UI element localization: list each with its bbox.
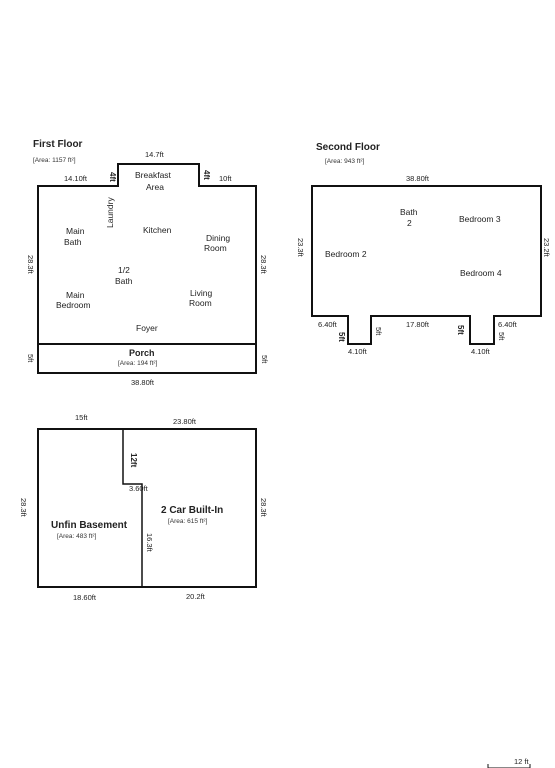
first-floor-dim-top-left: 14.10ft bbox=[64, 174, 88, 183]
first-floor-dim-left: 28.3ft bbox=[26, 255, 35, 275]
second-floor-dim-left: 23.3ft bbox=[296, 238, 305, 258]
porch-dim-left: 5ft bbox=[26, 354, 35, 363]
room-bedroom-2: Bedroom 2 bbox=[325, 249, 367, 259]
first-floor-dim-bottom: 38.80ft bbox=[131, 378, 155, 387]
porch-area: [Area: 194 ft²] bbox=[118, 360, 158, 367]
second-floor-dim-top: 38.80ft bbox=[406, 174, 430, 183]
room-main-bath-line1: Main bbox=[66, 226, 85, 236]
basement-garage-wall bbox=[122, 429, 143, 587]
garage-label: 2 Car Built-In bbox=[161, 505, 223, 516]
room-living-line2: Room bbox=[189, 298, 212, 308]
room-main-bedroom-line2: Bedroom bbox=[56, 300, 91, 310]
room-main-bedroom-line1: Main bbox=[66, 290, 85, 300]
second-floor-dim-right: 23.2ft bbox=[542, 238, 551, 258]
porch-label: Porch bbox=[129, 348, 155, 358]
second-floor-dim-notch-left-width: 4.10ft bbox=[348, 347, 368, 356]
lower-dim-step-vertical: 12ft bbox=[129, 453, 138, 468]
first-floor-plan: First Floor [Area: 1157 ft²] 14.7ft 14.1… bbox=[26, 139, 269, 387]
lower-dim-top-left: 15ft bbox=[75, 413, 88, 422]
room-main-bath-line2: Bath bbox=[64, 237, 82, 247]
second-floor-title: Second Floor bbox=[316, 142, 380, 153]
room-breakfast-line2: Area bbox=[146, 182, 164, 192]
first-floor-title: First Floor bbox=[33, 139, 83, 150]
second-floor-area: [Area: 943 ft²] bbox=[325, 158, 365, 165]
lower-dim-top-right: 23.80ft bbox=[173, 417, 197, 426]
first-floor-dim-right: 28.3ft bbox=[259, 255, 268, 275]
room-kitchen: Kitchen bbox=[143, 225, 172, 235]
room-dining-line2: Room bbox=[204, 243, 227, 253]
second-floor-dim-notch-right-side: 5ft bbox=[456, 325, 465, 335]
lower-level-outline bbox=[37, 428, 257, 588]
room-foyer: Foyer bbox=[136, 323, 158, 333]
room-bedroom-4: Bedroom 4 bbox=[460, 268, 502, 278]
second-floor-dim-bottom-left: 6.40ft bbox=[318, 320, 338, 329]
basement-label: Unfin Basement bbox=[51, 520, 128, 531]
first-floor-dim-step-right: 4ft bbox=[202, 170, 211, 180]
first-floor-area: [Area: 1157 ft²] bbox=[33, 157, 76, 164]
garage-area: [Area: 615 ft²] bbox=[168, 518, 208, 525]
second-floor-dim-notch-left-side: 5ft bbox=[374, 327, 383, 336]
second-floor-dim-bottom-right: 6.40ft bbox=[498, 320, 518, 329]
room-half-bath-line2: Bath bbox=[115, 276, 133, 286]
first-floor-dim-top-mid: 14.7ft bbox=[145, 150, 165, 159]
lower-dim-left: 28.3ft bbox=[19, 498, 28, 518]
second-floor-dim-notch-right-depth: 5ft bbox=[497, 332, 506, 341]
room-dining-line1: Dining bbox=[206, 233, 230, 243]
porch-dim-right: 5ft bbox=[260, 355, 269, 364]
second-floor-plan: Second Floor [Area: 943 ft²] 38.80ft 23.… bbox=[296, 142, 551, 356]
room-bath2-line1: Bath bbox=[400, 207, 418, 217]
basement-area: [Area: 483 ft²] bbox=[57, 533, 97, 540]
room-half-bath-line1: 1/2 bbox=[118, 265, 130, 275]
room-laundry: Laundry bbox=[105, 197, 115, 228]
room-bedroom-3: Bedroom 3 bbox=[459, 214, 501, 224]
room-bath2-line2: 2 bbox=[407, 218, 412, 228]
lower-dim-inner: 16.3ft bbox=[145, 533, 154, 553]
first-floor-dim-step-left: 4ft bbox=[108, 172, 117, 182]
scale-line bbox=[487, 764, 531, 768]
lower-level-plan: 15ft 23.80ft 28.3ft 28.3ft 12ft 3.60ft 1… bbox=[19, 413, 268, 602]
lower-dim-right: 28.3ft bbox=[259, 498, 268, 518]
lower-dim-bottom-left: 18.60ft bbox=[73, 593, 97, 602]
scale-bar: 12 ft bbox=[487, 757, 531, 768]
first-floor-outline bbox=[37, 163, 257, 374]
second-floor-dim-notch-left-depth: 5ft bbox=[337, 332, 346, 342]
scale-label: 12 ft bbox=[514, 757, 530, 766]
lower-dim-step-horizontal: 3.60ft bbox=[129, 484, 149, 493]
second-floor-dim-notch-right-width: 4.10ft bbox=[471, 347, 491, 356]
room-living-line1: Living bbox=[190, 288, 212, 298]
first-floor-dim-top-right: 10ft bbox=[219, 174, 232, 183]
second-floor-dim-bottom-mid: 17.80ft bbox=[406, 320, 430, 329]
lower-dim-bottom-right: 20.2ft bbox=[186, 592, 206, 601]
room-breakfast-line1: Breakfast bbox=[135, 170, 172, 180]
second-floor-outline bbox=[311, 185, 542, 345]
